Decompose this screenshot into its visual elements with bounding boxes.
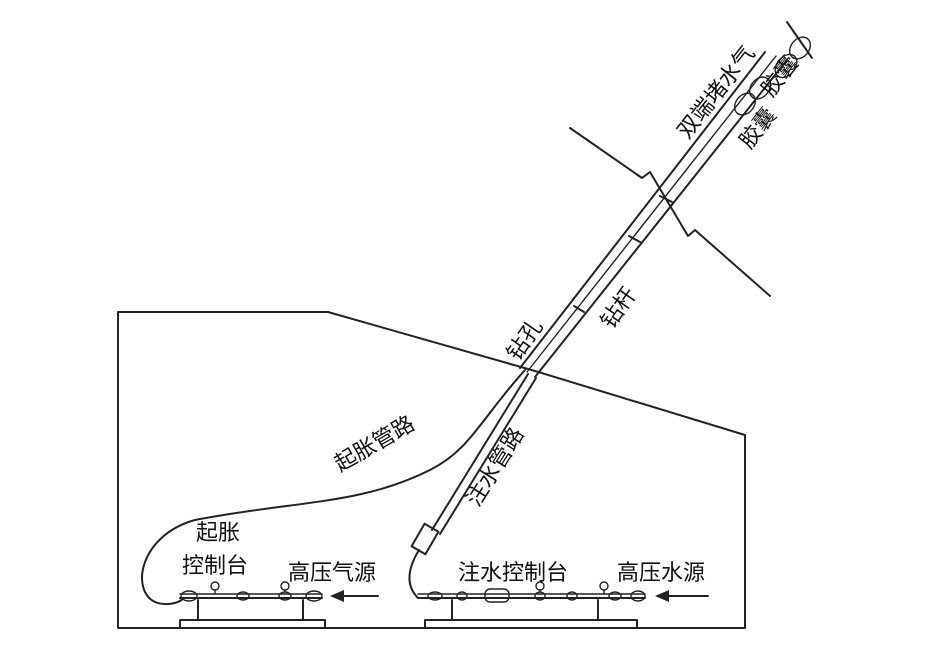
inflation-pipe bbox=[141, 369, 526, 606]
fault-line bbox=[569, 127, 771, 297]
label-capsule: 胶囊 bbox=[735, 104, 782, 154]
label-water-source: 高压水源 bbox=[617, 561, 705, 586]
packer-capsules bbox=[733, 36, 812, 116]
roadway-outline bbox=[117, 311, 746, 629]
injection-pipe bbox=[408, 373, 537, 599]
label-gas-source: 高压气源 bbox=[288, 561, 376, 586]
drill-rod bbox=[519, 51, 788, 378]
label-water-console: 注水控制台 bbox=[458, 561, 568, 586]
label-inflation-console-line1: 起胀 bbox=[196, 521, 240, 546]
label-inflation-console-line2: 控制台 bbox=[182, 554, 248, 579]
label-inflation-pipe: 起胀管路 bbox=[331, 412, 420, 478]
water-console bbox=[417, 581, 646, 629]
water-source-arrow bbox=[655, 590, 709, 602]
inflation-console bbox=[179, 581, 326, 629]
gas-source-arrow bbox=[330, 590, 379, 602]
